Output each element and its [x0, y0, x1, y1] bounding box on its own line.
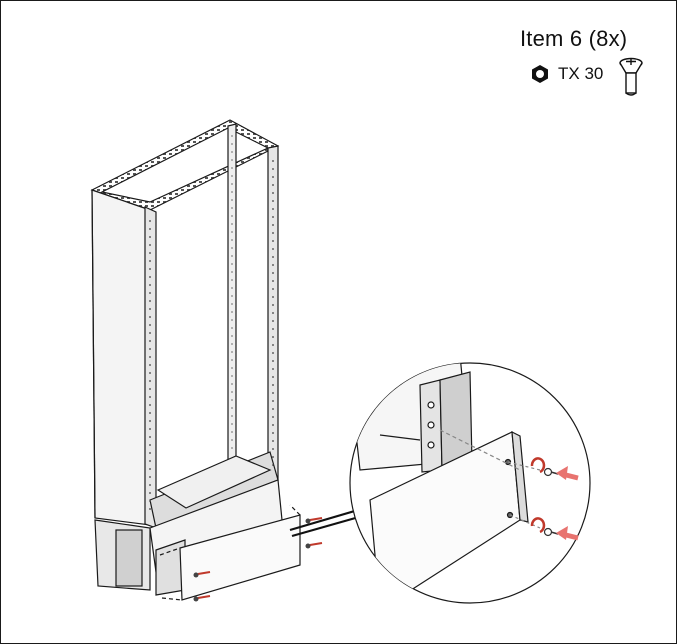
- plinth-screws: [193, 517, 323, 602]
- detail-callout: [349, 362, 591, 604]
- item-label: Item 6 (8x): [520, 26, 628, 51]
- screw-washer-top: [530, 457, 559, 477]
- detail-leader: [289, 506, 367, 538]
- hex-bit-icon: [532, 65, 548, 83]
- insert-arrow-bottom: [556, 526, 579, 541]
- insert-arrow-top: [556, 466, 579, 481]
- plinth-panel: [159, 504, 301, 601]
- countersunk-screw-icon: [619, 57, 643, 96]
- screw-washer-bottom: [530, 517, 559, 537]
- tool-row: TX 30: [530, 57, 670, 96]
- tool-label: TX 30: [558, 64, 604, 83]
- cabinet-frame: [90, 119, 280, 529]
